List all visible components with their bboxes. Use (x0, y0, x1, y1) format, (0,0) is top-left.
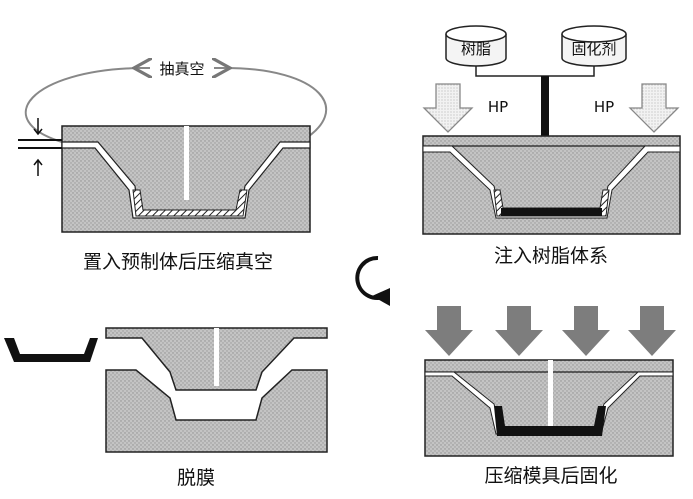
caption-cure: 压缩模具后固化 (484, 465, 617, 487)
panel-cure: 压缩模具后固化 (424, 306, 676, 487)
demolded-part (4, 338, 98, 362)
feed-pipe (475, 66, 595, 77)
pressure-arrow-left-icon (422, 83, 474, 133)
vacuum-loop (25, 67, 328, 143)
resin-tank: 树脂 (445, 25, 507, 67)
panel-vacuum: 抽真空 置入预制体后压缩真空 (18, 60, 328, 273)
center-vent (184, 126, 189, 200)
press-arrow-4-icon (628, 306, 676, 356)
up-arrow-icon (33, 158, 43, 176)
press-arrow-1-icon (425, 306, 473, 356)
down-arrow-icon (33, 118, 43, 136)
pressure-label-right: HP (594, 98, 614, 116)
hardener-tank: 固化剂 (561, 25, 627, 67)
cured-part (494, 406, 606, 436)
lower-mold-half (105, 369, 328, 453)
preform-layer (132, 189, 248, 217)
center-vent (548, 360, 553, 426)
press-arrow-3-icon (562, 306, 610, 356)
center-vent (214, 328, 219, 386)
tank-hardener-label: 固化剂 (571, 40, 616, 58)
panel-inject: 树脂 固化剂 HP HP 注入树脂体系 (422, 25, 681, 267)
vacuum-label: 抽真空 (159, 60, 204, 78)
cycle-arrow-icon (355, 255, 390, 306)
caption-vacuum: 置入预制体后压缩真空 (83, 251, 273, 273)
pressure-label-left: HP (488, 98, 508, 116)
caption-demold: 脱膜 (177, 467, 215, 489)
caption-inject: 注入树脂体系 (494, 245, 608, 267)
press-arrows (425, 306, 676, 356)
panel-demold: 脱膜 (4, 327, 328, 489)
press-arrow-2-icon (495, 306, 543, 356)
tank-resin-label: 树脂 (461, 40, 491, 58)
pressure-arrow-right-icon (628, 83, 680, 133)
